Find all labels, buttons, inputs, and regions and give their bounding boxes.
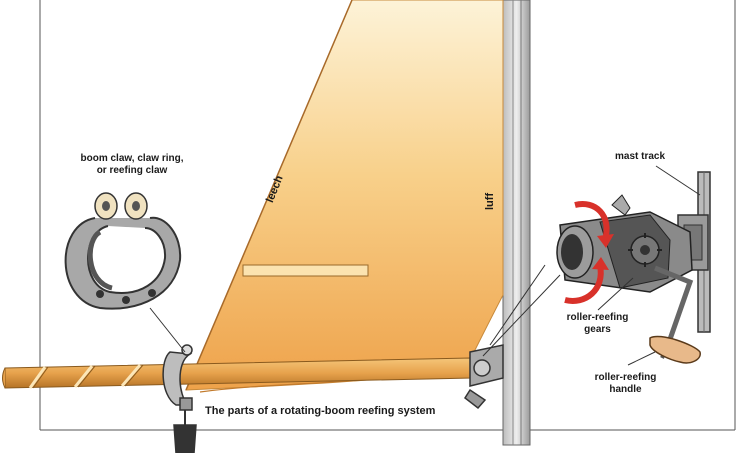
label-handle-line2: handle: [609, 384, 642, 395]
label-mast-track: mast track: [614, 151, 666, 162]
batten: [242, 264, 369, 277]
roller-reefing-mechanism: [556, 165, 711, 366]
label-luff: luff: [484, 192, 496, 210]
label-gears: roller-reefing gears: [550, 312, 645, 336]
gooseneck: [464, 264, 561, 410]
claw-ring-on-boom: [162, 344, 197, 454]
frame-border: [39, 0, 736, 431]
label-handle-line1: roller-reefing: [594, 372, 657, 383]
sail: [185, 0, 504, 393]
label-gears-line2: gears: [584, 324, 611, 335]
claw-ring-detail: [64, 192, 186, 353]
diagram-caption: The parts of a rotating-boom reefing sys…: [205, 405, 436, 417]
label-gears-line1: roller-reefing: [566, 312, 629, 323]
label-boom-claw-line2: or reefing claw: [96, 165, 168, 176]
label-handle: roller-reefing handle: [578, 372, 673, 396]
label-boom-claw: boom claw, claw ring, or reefing claw: [62, 153, 202, 177]
handle-grip: [649, 335, 701, 364]
label-boom-claw-line1: boom claw, claw ring,: [80, 153, 184, 164]
mast: [502, 0, 531, 446]
